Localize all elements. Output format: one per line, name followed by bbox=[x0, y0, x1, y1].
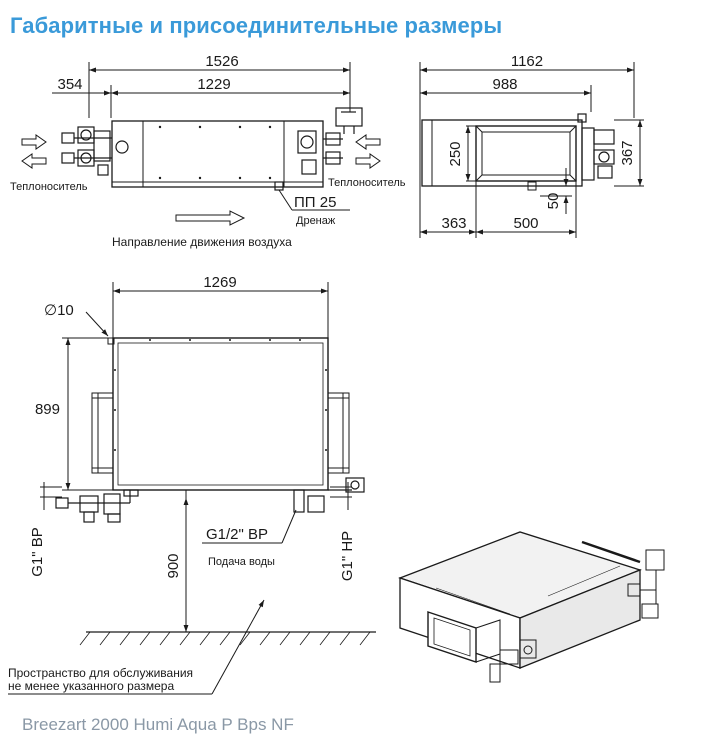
service-note-line1: Пространство для обслуживания bbox=[8, 666, 193, 680]
side-left-fittings bbox=[61, 126, 129, 176]
airflow-arrow-icon bbox=[175, 210, 246, 226]
dim-50-label: 50 bbox=[545, 193, 562, 210]
side-bolts bbox=[158, 125, 272, 180]
end-duct-flange bbox=[475, 125, 577, 182]
pipe-left-label: G1" ВР bbox=[29, 527, 46, 577]
arrow-in-left-icon bbox=[21, 134, 47, 150]
dim-250-label: 250 bbox=[447, 141, 464, 166]
top-flange-right bbox=[327, 392, 350, 474]
end-unit-body bbox=[421, 119, 583, 187]
top-left-piping bbox=[55, 489, 139, 523]
side-unit-body bbox=[111, 120, 324, 188]
drain-size-label: ПП 25 bbox=[294, 194, 336, 211]
page-title: Габаритные и присоединительные размеры bbox=[10, 13, 503, 38]
arrow-in-right-icon bbox=[355, 134, 381, 150]
top-view bbox=[8, 282, 376, 695]
dim-1269-label: 1269 bbox=[203, 274, 236, 291]
dim-988-label: 988 bbox=[492, 76, 517, 93]
water-supply-label: Подача воды bbox=[208, 556, 275, 568]
top-flange-left bbox=[91, 392, 114, 474]
floor-hatch bbox=[79, 631, 371, 646]
arrow-out-left-icon bbox=[21, 153, 47, 169]
dim-367-label: 367 bbox=[619, 140, 636, 165]
dim-363-label: 363 bbox=[441, 215, 466, 232]
dim-1229-label: 1229 bbox=[197, 76, 230, 93]
dim-1526-label: 1526 bbox=[205, 53, 238, 70]
coolant-left-label: Теплоноситель bbox=[10, 181, 88, 193]
side-view bbox=[21, 62, 381, 226]
dim-500-label: 500 bbox=[513, 215, 538, 232]
service-note-line2: не менее указанного размера bbox=[8, 679, 174, 693]
top-bolts bbox=[114, 339, 327, 451]
end-right-fittings bbox=[577, 113, 615, 181]
side-right-fittings bbox=[274, 107, 363, 191]
top-unit-body bbox=[112, 337, 329, 491]
dim-900-label: 900 bbox=[165, 553, 182, 578]
drain-label: Дренаж bbox=[296, 215, 336, 227]
arrow-out-right-icon bbox=[355, 153, 381, 169]
dim-hole-label: ∅10 bbox=[44, 302, 74, 319]
isometric-view bbox=[398, 531, 665, 683]
top-right-piping bbox=[293, 477, 365, 513]
pipe-right-label: G1" НР bbox=[339, 531, 356, 581]
dim-899-label: 899 bbox=[35, 401, 60, 418]
dim-1162-label: 1162 bbox=[511, 53, 543, 70]
end-view bbox=[419, 62, 644, 238]
model-caption: Breezart 2000 Humi Aqua P Bps NF bbox=[22, 715, 294, 734]
dim-354-label: 354 bbox=[57, 76, 82, 93]
water-thread-label: G1/2" ВР bbox=[206, 526, 268, 543]
airflow-label: Направление движения воздуха bbox=[112, 235, 292, 249]
coolant-right-label: Теплоноситель bbox=[328, 177, 406, 189]
